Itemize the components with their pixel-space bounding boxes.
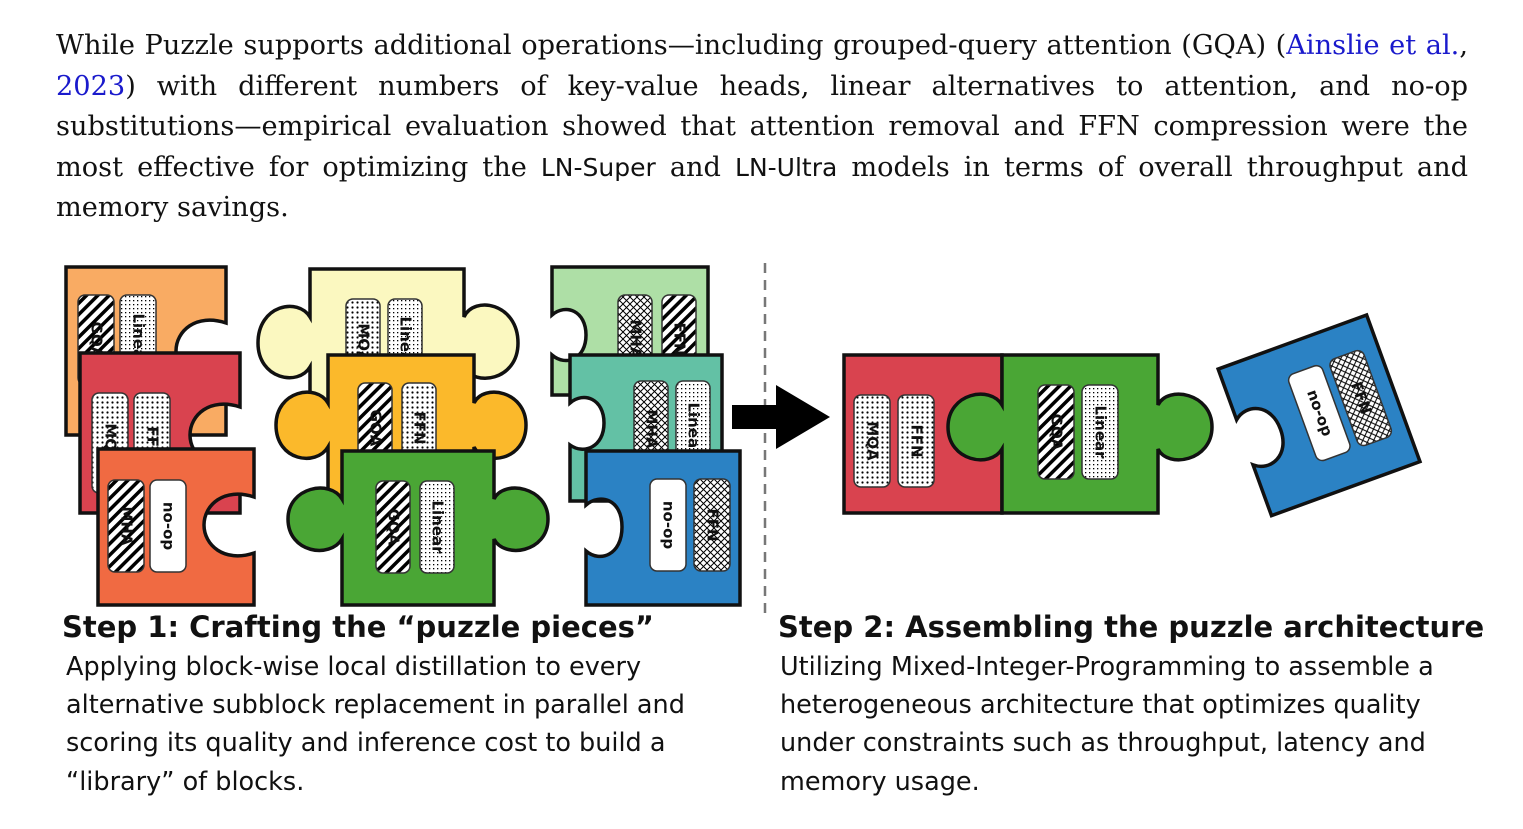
- citation-author-link[interactable]: Ainslie et al.: [1286, 30, 1460, 61]
- para-text-2: ) with different numbers of key-value he…: [56, 70, 1468, 183]
- piece-label-mha: MHA: [118, 506, 136, 545]
- puzzle-piece-green: GQA Linear: [286, 449, 550, 607]
- model-name-ultra: LN-Ultra: [735, 152, 838, 182]
- piece-label-linear: Linear: [429, 500, 447, 554]
- step2-description: Utilizing Mixed-Integer-Programming to a…: [780, 652, 1434, 797]
- para-text-4: models in terms of overall throughput an…: [56, 151, 1469, 224]
- piece-label-gqa: GQA: [385, 509, 403, 546]
- piece-label-mqa: MQA: [355, 323, 373, 363]
- piece-label-ffn: FFN: [908, 424, 926, 457]
- piece-label-linear: Linear: [685, 402, 703, 456]
- para-text-3: and: [655, 151, 736, 183]
- piece-label-ffn: FFN: [411, 411, 429, 444]
- piece-label-gqa: GQA: [367, 410, 385, 447]
- piece-label-mqa: MQA: [864, 421, 882, 461]
- arrow-right-icon: [732, 385, 830, 449]
- piece-label-mha: MHA: [627, 319, 645, 358]
- puzzle-piece-coral: MHA no-op: [96, 447, 256, 607]
- piece-label-linear: Linear: [1092, 405, 1110, 459]
- piece-label-noop: no-op: [660, 501, 678, 550]
- piece-label-gqa: GQA: [88, 322, 106, 359]
- piece-label-ffn: FFN: [671, 322, 689, 355]
- piece-label-gqa: GQA: [1048, 414, 1066, 451]
- citation-year-link[interactable]: 2023: [56, 70, 126, 102]
- assembled-piece-crimson: MQA FFN: [842, 353, 1004, 515]
- citation-separator: ,: [1459, 30, 1468, 61]
- step2-title: Step 2: Assembling the puzzle architectu…: [778, 610, 1485, 644]
- step1-description: Applying block-wise local distillation t…: [66, 652, 685, 797]
- piece-label-noop: no-op: [160, 502, 178, 551]
- body-paragraph: While Puzzle supports additional operati…: [56, 26, 1468, 229]
- para-text-1: While Puzzle supports additional operati…: [56, 30, 1287, 61]
- piece-label-mha: MHA: [643, 409, 661, 448]
- step1-title: Step 1: Crafting the “puzzle pieces”: [62, 610, 654, 644]
- puzzle-piece-blue: no-op FFN: [584, 449, 742, 607]
- assembled-piece-blue: no-op FFN: [1215, 312, 1423, 518]
- assembled-piece-green: GQA Linear: [946, 353, 1214, 515]
- puzzle-figure: GQA Linear MQA FFN MHA no-op MQA Linear …: [64, 263, 1423, 615]
- model-name-super: LN-Super: [540, 152, 656, 182]
- piece-label-ffn: FFN: [704, 508, 722, 541]
